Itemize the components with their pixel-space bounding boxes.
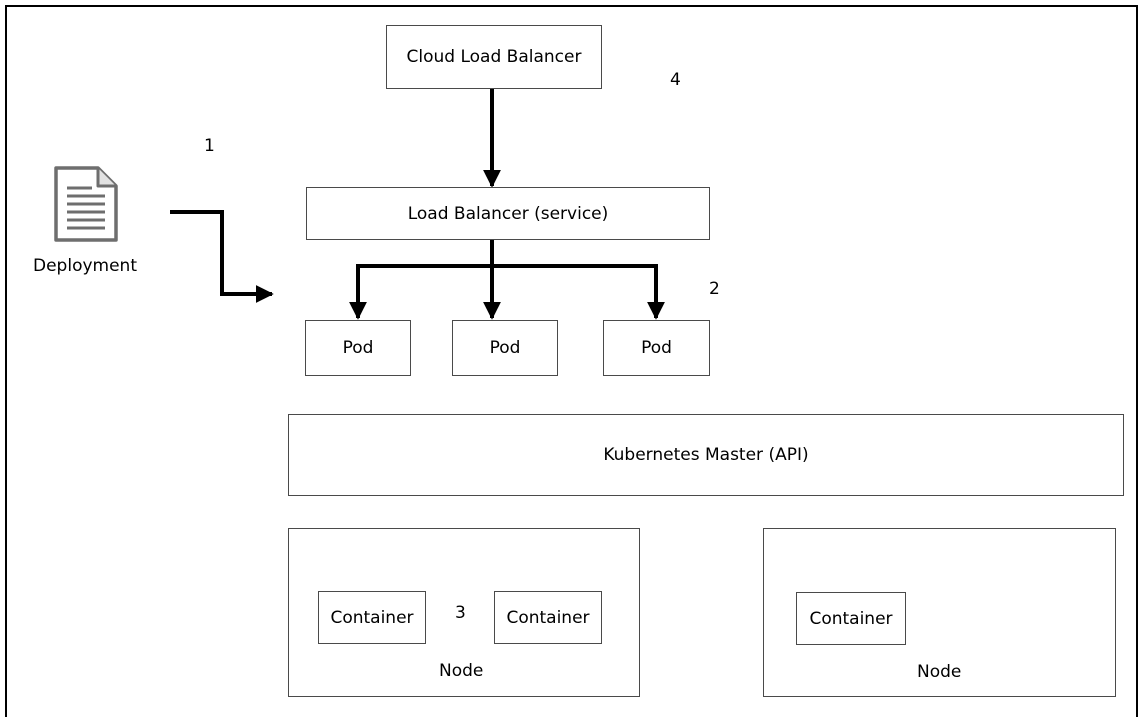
node-label: Node bbox=[439, 661, 484, 681]
container-box: Container bbox=[796, 592, 906, 645]
cloud-load-balancer-label: Cloud Load Balancer bbox=[406, 47, 582, 67]
arrow-deployment bbox=[170, 210, 274, 303]
pod-label: Pod bbox=[641, 338, 672, 358]
document-icon bbox=[54, 166, 118, 242]
kubernetes-master-label: Kubernetes Master (API) bbox=[603, 445, 809, 465]
pod-label: Pod bbox=[489, 338, 521, 358]
container-label: Container bbox=[809, 608, 893, 629]
step-number: 1 bbox=[204, 136, 215, 156]
container-box: Container bbox=[494, 591, 602, 644]
node-label: Node bbox=[917, 662, 962, 682]
pod-box: Pod bbox=[305, 320, 411, 376]
container-box: Container bbox=[318, 591, 426, 644]
diagram-frame bbox=[5, 5, 1138, 717]
step-number: 3 bbox=[455, 603, 466, 623]
step-number: 4 bbox=[670, 70, 681, 90]
pod-label: Pod bbox=[342, 338, 374, 358]
step-number: 2 bbox=[709, 279, 720, 299]
pod-box: Pod bbox=[452, 320, 558, 376]
deployment-label: Deployment bbox=[33, 256, 137, 276]
pod-box: Pod bbox=[603, 320, 710, 376]
container-label: Container bbox=[506, 607, 590, 628]
container-label: Container bbox=[330, 607, 414, 628]
service-load-balancer-label: Load Balancer (service) bbox=[407, 203, 609, 224]
service-load-balancer-box: Load Balancer (service) bbox=[306, 187, 710, 240]
kubernetes-master-box: Kubernetes Master (API) bbox=[288, 414, 1124, 496]
cloud-load-balancer-box: Cloud Load Balancer bbox=[386, 25, 602, 89]
